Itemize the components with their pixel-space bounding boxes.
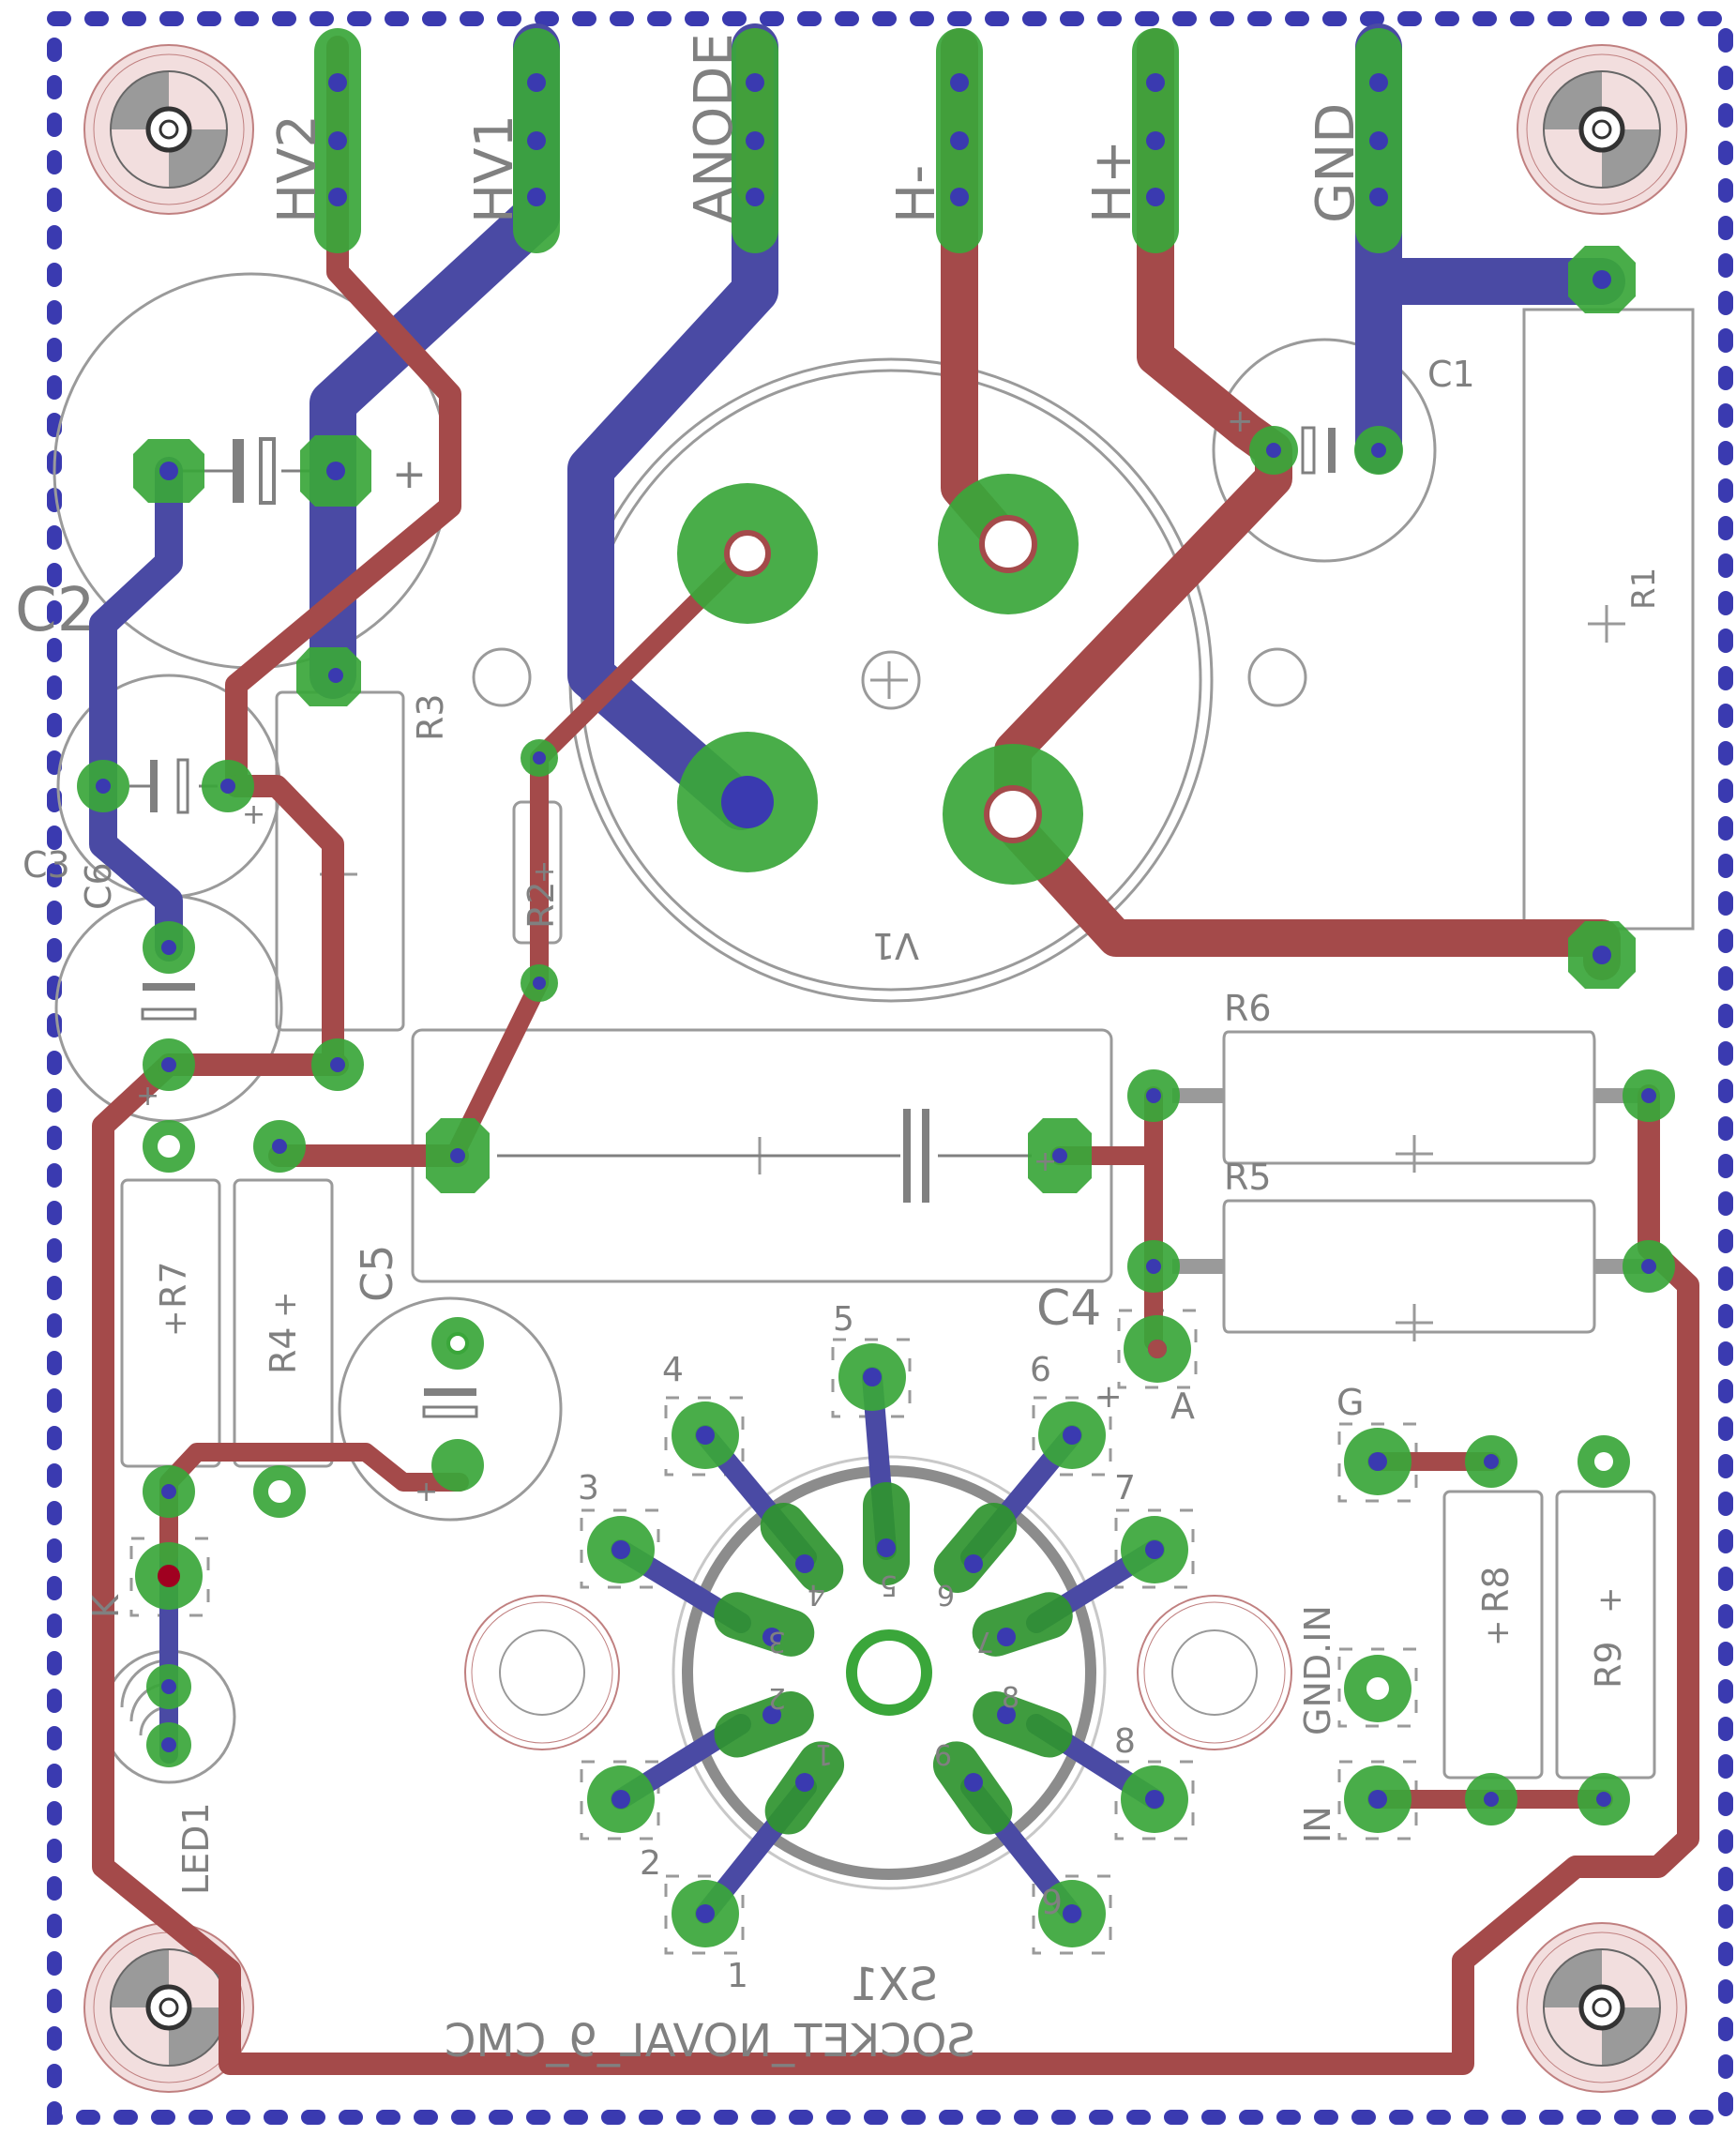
pin-number-6: 6	[1030, 1351, 1051, 1389]
plus-mark-c1: +	[1227, 402, 1254, 440]
label-c1: C1	[1427, 354, 1475, 395]
inner-pin-6: 6	[937, 1578, 955, 1611]
label-c4: C4	[1036, 1280, 1101, 1337]
pin-number-7: 7	[1114, 1469, 1136, 1507]
mounting-hole-bottom-right	[1517, 1922, 1687, 2093]
label-led1: LED1	[175, 1802, 217, 1895]
plus-mark-r2: +	[528, 860, 561, 884]
label-anode: ANODE	[684, 33, 745, 223]
label-c5: C5	[352, 1245, 402, 1302]
plus-mark-r4: +	[266, 1292, 304, 1319]
label-in: IN	[1297, 1806, 1338, 1843]
label-r1: R1	[1625, 568, 1663, 610]
plus-mark-r7: +	[157, 1310, 194, 1338]
pin-number-8: 8	[1114, 1722, 1136, 1761]
inner-pin-9: 9	[934, 1737, 952, 1770]
v1-side-hole-right	[1247, 647, 1307, 707]
label-r8: R8	[1475, 1566, 1517, 1613]
inner-pin-2: 2	[768, 1681, 786, 1714]
capacitor-symbols	[129, 426, 1649, 1418]
plus-mark-r8: +	[1479, 1620, 1517, 1647]
label-c2: C2	[15, 576, 95, 645]
r1-outline	[1522, 308, 1695, 931]
label-r3: R3	[410, 693, 451, 741]
mounting-hole-top-right	[1517, 44, 1687, 215]
inner-pin-3: 3	[768, 1625, 786, 1658]
socket-center-pad	[846, 1629, 932, 1716]
plus-mark-r9: +	[1592, 1587, 1629, 1614]
v1-center	[861, 650, 921, 710]
pin-number-2: 2	[640, 1844, 661, 1883]
label-r6: R6	[1224, 988, 1272, 1029]
c1-outline	[1212, 338, 1437, 563]
r5-outline	[1222, 1199, 1596, 1334]
plus-mark-c5: +	[415, 1476, 438, 1508]
label-gnd: GND	[1306, 103, 1366, 223]
silkscreen-text: HV2 HV1 ANODE H- H+ GND C1 C2 C3 C6 C4 C…	[15, 33, 1663, 2068]
plus-mark-c6: +	[136, 1080, 159, 1113]
label-h-minus: H-	[886, 165, 947, 223]
label-r4: R4	[263, 1326, 304, 1374]
plus-mark-c4-right: +	[1034, 1145, 1057, 1178]
label-k: K	[85, 1594, 127, 1618]
plus-mark-c2: +	[392, 450, 427, 498]
inner-pin-8: 8	[1002, 1682, 1019, 1715]
inner-pin-4: 4	[808, 1578, 825, 1611]
label-g: G	[1336, 1382, 1364, 1423]
label-sx1: SX1	[850, 1959, 938, 2011]
mounting-hole-top-left	[83, 44, 254, 215]
inner-pin-1: 1	[815, 1737, 833, 1770]
label-socket-name: SOCKET_NOVAL_9_CMC	[445, 2015, 975, 2068]
label-r2: R2	[521, 881, 562, 929]
pin-number-3: 3	[578, 1469, 599, 1507]
pads	[77, 28, 1675, 1947]
pin-number-9: 9	[1041, 1884, 1063, 1922]
c5-outline	[338, 1296, 563, 1522]
label-a: A	[1170, 1386, 1195, 1427]
label-r9: R9	[1588, 1641, 1629, 1689]
r9-outline	[1555, 1490, 1656, 1780]
label-c3: C3	[23, 844, 70, 886]
pin-number-1: 1	[727, 1957, 748, 1995]
plus-mark-c3: +	[242, 798, 265, 831]
v1-side-hole-left	[472, 647, 532, 707]
socket-hole-left	[464, 1595, 620, 1750]
label-c6: C6	[78, 862, 119, 910]
inner-pin-7: 7	[976, 1625, 994, 1658]
board-outline	[47, 11, 1733, 2125]
plus-mark-pin6: +	[1095, 1378, 1123, 1416]
label-r5: R5	[1224, 1157, 1272, 1198]
r4-outline	[233, 1178, 334, 1468]
label-v1: V1	[872, 925, 919, 966]
inner-pin-5: 5	[880, 1568, 898, 1601]
label-hv2: HV2	[267, 114, 328, 223]
drill-holes	[96, 73, 1656, 1923]
label-hv1: HV1	[464, 114, 525, 223]
pin-number-5: 5	[833, 1300, 854, 1339]
label-h-plus: H+	[1082, 140, 1143, 223]
r6-outline	[1222, 1030, 1596, 1165]
label-gnd-in: GND.IN	[1297, 1605, 1338, 1735]
label-r7: R7	[153, 1261, 194, 1309]
socket-hole-right	[1137, 1595, 1292, 1750]
pin-number-4: 4	[662, 1351, 684, 1389]
